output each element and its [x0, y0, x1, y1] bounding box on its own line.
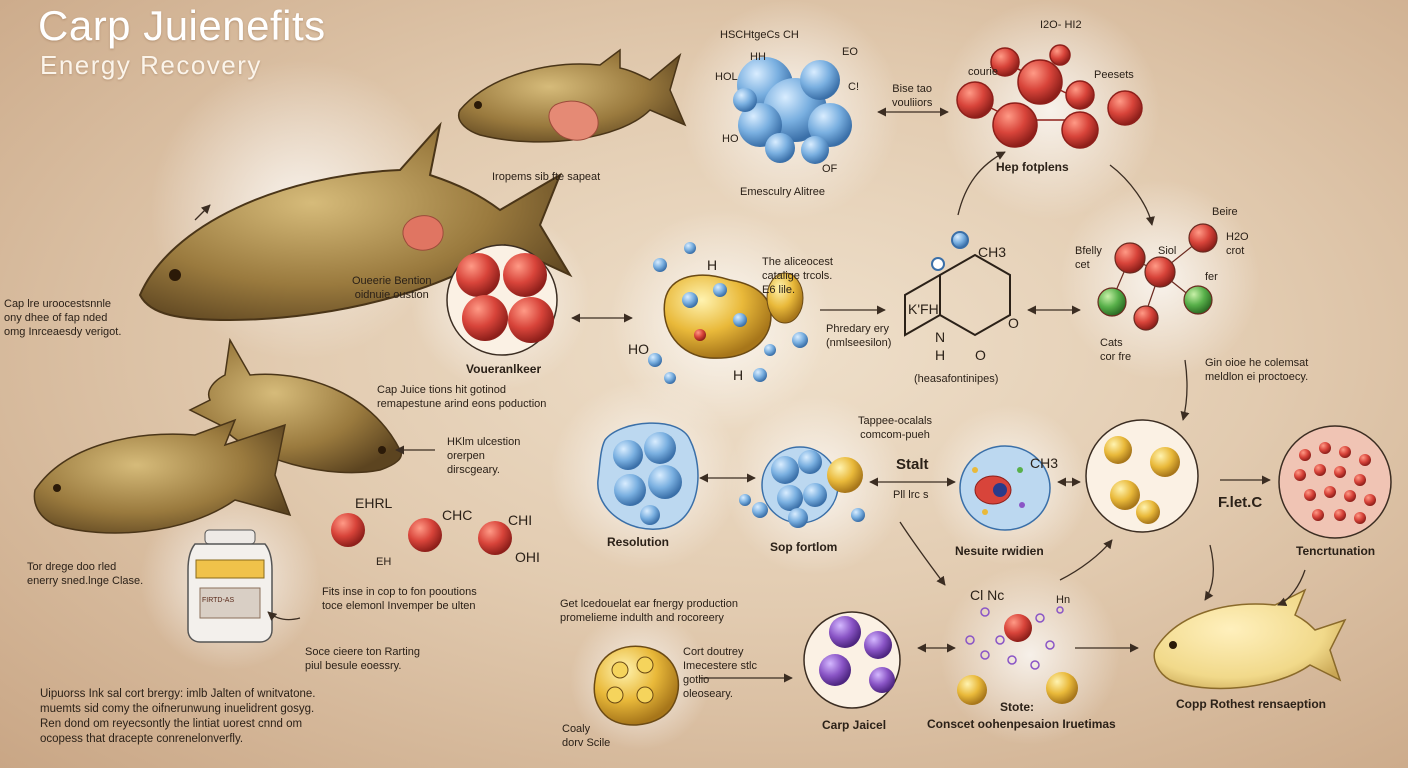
chain-label-5: OHI: [515, 549, 540, 565]
right-fer: fer: [1205, 271, 1218, 283]
cl-nc-label: Cl Nc: [970, 587, 1005, 603]
red-dots-cell-icon: [1278, 425, 1392, 539]
phredary-label: Phredary ery (nmlseesilon): [826, 323, 892, 349]
chain-label-1: EHRL: [355, 495, 393, 511]
hn-label: Hn: [1056, 594, 1071, 606]
mol-top-hh: HH: [750, 51, 766, 63]
ring-caption: (heasafontinipes): [914, 373, 999, 385]
purple-cell-icon: [803, 611, 901, 709]
center-h: H: [707, 257, 718, 273]
right-gin-note: Gin oioe he colemsat meldlon ei proctoec…: [1205, 357, 1309, 383]
page-subtitle: Energy Recovery: [40, 50, 262, 80]
connect-molecule-icon: [957, 606, 1078, 705]
left-note: Cap lre uroocestsnnle ony dhee of fap nd…: [4, 298, 122, 338]
chain-label-4: EH: [376, 556, 392, 568]
organ-icon: [548, 100, 599, 141]
juice-note: Cap Juice tions hit gotinod remapestune …: [377, 384, 547, 410]
bise-note: Bise tao vouliiors: [892, 83, 933, 109]
page-title: Carp Juienefits: [38, 2, 326, 49]
coaly-label: Coaly dorv Scile: [562, 723, 611, 749]
ring-kfh: K'FH: [908, 301, 939, 317]
mol-top-of: OF: [822, 163, 838, 175]
nesult-ch3: CH3: [1030, 455, 1059, 471]
jar-label: FIRTD-AS: [202, 597, 234, 604]
right-siol: Siol: [1158, 245, 1177, 257]
yellow-cell-icon: [593, 645, 680, 726]
arrow-icon: [194, 107, 1306, 683]
red-cluster-icon: [956, 44, 1143, 149]
jar-icon: [187, 529, 273, 643]
mol-top-ho: HO: [722, 133, 739, 145]
carp-fish-icon: [458, 48, 687, 143]
nesult-label: Nesuite rwidien: [955, 544, 1044, 558]
bottom-left-note: Uipuorss Ink sal cort brergy: imlb Jalte…: [40, 688, 316, 745]
bottom-center-note: Get lcedouelat ear fnergy production pro…: [560, 598, 738, 624]
pale-carp-fish-icon: [1153, 588, 1347, 690]
hunn-note: HKlm ulcestion orerpen dirscgeary.: [447, 436, 521, 476]
ring-o: O: [975, 347, 986, 363]
tencrtunation-label: Tencrtunation: [1296, 544, 1376, 558]
red-chain-icon: [331, 513, 512, 555]
mol-top-eo: EO: [842, 46, 858, 58]
carp-fish-icon: [33, 418, 292, 534]
right-bfelly: Bfelly cet: [1075, 245, 1102, 271]
background-glows: [140, 0, 1260, 750]
red-top-caption: Hep fotplens: [996, 160, 1069, 174]
red-top-i2o: I2O- HI2: [1040, 19, 1082, 31]
nesult-cell-icon: [959, 445, 1051, 531]
connect-label: Conscet oohenpesaion Iruetimas: [927, 717, 1116, 731]
yellow-cell-icon: [1085, 419, 1199, 533]
sop-cluster-icon: [739, 446, 865, 528]
left-bottom-note: Tor drege doo rled enerry sned.lnge Clas…: [27, 561, 144, 587]
copp-label: Copp Rothest rensaeption: [1176, 697, 1327, 711]
voueranlker-label: Voueranlkeer: [466, 362, 542, 376]
mixed-cluster-icon: [1097, 223, 1218, 331]
mol-top-formula: HSCHtgeCs CH: [720, 29, 799, 41]
cell-left-note: Oueerie Bention oidnuie oustion: [352, 275, 432, 301]
resolution-cluster-icon: [597, 422, 699, 530]
stote-label: Stote:: [1000, 700, 1034, 714]
carp-jaicel-label: Carp Jaicel: [822, 718, 887, 732]
mol-top-hol: HOL: [715, 71, 738, 83]
chain-label-2: CHC: [442, 507, 473, 523]
fletc-label: F.let.C: [1218, 494, 1263, 511]
cort-note: Cort doutrey Imecestere stlc gotlio oleo…: [683, 646, 757, 700]
center-ho: HO: [628, 341, 649, 357]
center-note: The aliceocest catalige trcols. E6 lile.: [762, 256, 833, 296]
organ-icon: [402, 215, 444, 251]
yellow-blob-icon: [648, 242, 808, 384]
ring-h: H: [935, 347, 946, 363]
pil-label: Pll lrc s: [893, 489, 929, 501]
sop-label: Sop fortlom: [770, 540, 838, 554]
ring-structure-icon: [904, 231, 1011, 337]
top-fish-caption: Iropems sib fte sapeat: [492, 171, 601, 183]
chain-label-3: CHI: [508, 512, 533, 528]
mol-top-caption: Emesculry Alitree: [740, 186, 825, 198]
stalt-label: Stalt: [896, 456, 929, 473]
tappee-label: Tappee-ocalals comcom-pueh: [858, 415, 932, 441]
mol-top-c: C!: [848, 81, 859, 93]
chain-note: Fits inse in cop to fon pooutions toce e…: [322, 586, 477, 612]
ring-ch3: CH3: [978, 244, 1007, 260]
center-h2: H: [733, 367, 744, 383]
red-top-pecsets: Peesets: [1094, 69, 1134, 81]
ring-n: N: [935, 329, 946, 345]
red-cell-icon: [446, 244, 558, 356]
right-h2o: H2O crot: [1226, 231, 1249, 257]
right-cats: Cats cor fre: [1100, 337, 1132, 363]
ring-o2: O: [1008, 315, 1019, 331]
resolution-label: Resolution: [607, 535, 669, 549]
red-top-courie: courie: [968, 66, 998, 78]
blue-cluster-icon: [733, 57, 852, 164]
jar-note: Soce cieere ton Rarting piul besule eoes…: [305, 646, 420, 672]
right-beire: Beire: [1212, 206, 1238, 218]
